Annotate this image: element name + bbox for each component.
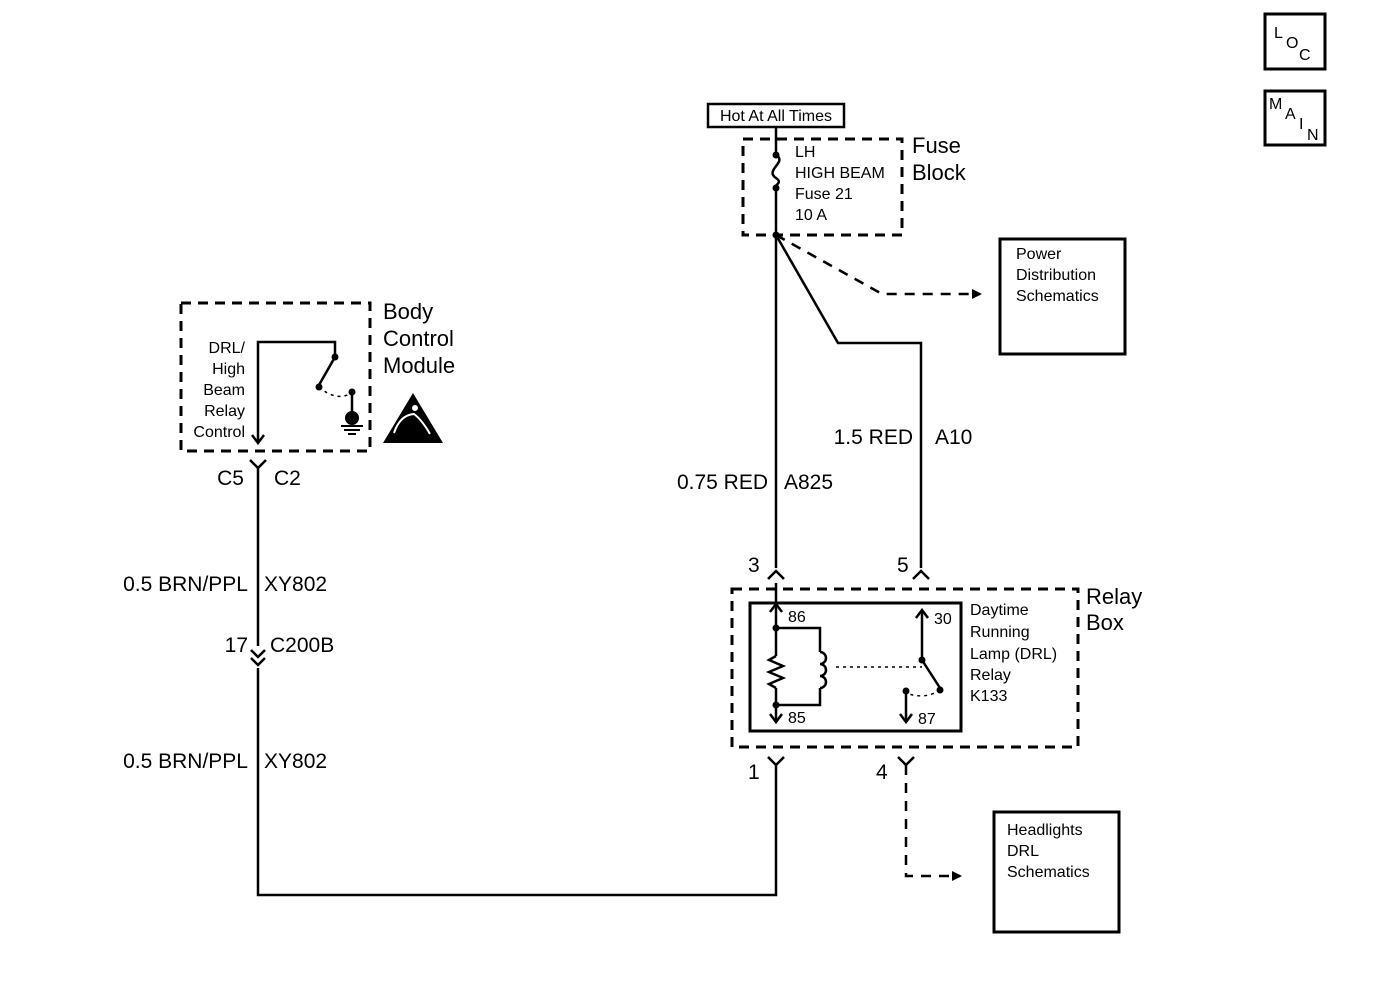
relay-label-3: Lamp (DRL): [970, 646, 1057, 663]
wire-a10-circuit: A10: [935, 426, 972, 449]
relay-coil: [765, 583, 828, 725]
power-distribution-link-line: [775, 233, 982, 299]
pin-4-connector: [897, 756, 915, 767]
headlights-link-line: [904, 765, 962, 881]
c200b-connector-label: C200B: [270, 634, 334, 657]
pin-4-label: 4: [876, 761, 888, 784]
relay-switch: [899, 607, 944, 725]
bcm-title-1: Body: [383, 299, 433, 324]
headlights-drl-link[interactable]: Headlights DRL Schematics: [992, 810, 1121, 934]
pin-1-label: 1: [748, 761, 760, 784]
main-letter-i: I: [1299, 116, 1303, 133]
fuse-block-outline: [741, 137, 904, 237]
bcm-switch-label-3: Beam: [203, 382, 245, 399]
pin-1-connector: [767, 756, 785, 767]
terminal-86-label: 86: [788, 609, 806, 626]
fuse-block-title-1: Fuse: [912, 133, 961, 158]
fuse-label-4: 10 A: [795, 207, 827, 224]
bcm-outline: [179, 301, 372, 453]
wire-a10-gauge: 1.5 RED: [834, 426, 913, 449]
main-letter-m: M: [1269, 96, 1282, 113]
loc-letter-l: L: [1274, 25, 1283, 42]
loc-letter-o: O: [1286, 35, 1298, 52]
relay-label-4: Relay: [970, 667, 1011, 684]
headlights-line-3: Schematics: [1007, 864, 1090, 881]
power-distribution-line-1: Power: [1016, 246, 1062, 263]
bcm-switch-label-2: High: [212, 361, 245, 378]
fuse-label-2: HIGH BEAM: [795, 165, 885, 182]
main-letter-n: N: [1307, 127, 1319, 144]
wire-xy802-bottom-circuit: XY802: [264, 750, 327, 773]
c200b-pin-label: 17: [225, 634, 248, 657]
pin-5-connector: [912, 569, 930, 580]
main-letter-a: A: [1285, 106, 1296, 123]
bcm-switch: [251, 340, 363, 446]
fuse-label-1: LH: [795, 144, 815, 161]
wire-a10: [774, 234, 923, 568]
headlights-line-1: Headlights: [1007, 822, 1083, 839]
c200b-connector-symbol: [250, 646, 266, 668]
bcm-switch-label-4: Relay: [204, 403, 245, 420]
power-distribution-line-2: Distribution: [1016, 267, 1096, 284]
bcm-switch-label-5: Control: [193, 424, 245, 441]
relay-label-2: Running: [970, 624, 1030, 641]
bcm-title-2: Control: [383, 326, 454, 351]
wire-a825-gauge: 0.75 RED: [677, 471, 768, 494]
wire-xy802: [256, 468, 778, 897]
main-button[interactable]: M A I N: [1263, 89, 1327, 147]
esd-warning-icon: [383, 393, 443, 443]
fuse-label-3: Fuse 21: [795, 186, 853, 203]
loc-button[interactable]: L O C: [1263, 12, 1327, 71]
hot-at-all-times-label: Hot At All Times: [706, 102, 846, 129]
relay-box-title-2: Box: [1086, 610, 1124, 635]
pin-3-connector: [767, 569, 785, 580]
fuse-symbol: [771, 127, 781, 192]
svg-text:Hot At All Times: Hot At All Times: [720, 108, 832, 125]
drl-relay-outline: [748, 601, 963, 733]
relay-box-outline: [730, 587, 1080, 749]
fuse-block-title-2: Block: [912, 160, 967, 185]
wire-xy802-bottom-gauge: 0.5 BRN/PPL: [123, 750, 248, 773]
bcm-title-3: Module: [383, 353, 455, 378]
bcm-connector-label: C2: [274, 467, 301, 490]
relay-box-title-1: Relay: [1086, 584, 1142, 609]
bcm-connector-symbol: [249, 459, 267, 470]
power-distribution-line-3: Schematics: [1016, 288, 1099, 305]
bcm-pin-label: C5: [217, 467, 244, 490]
bcm-switch-label-1: DRL/: [209, 340, 246, 357]
terminal-85-label: 85: [788, 710, 806, 727]
pin-3-label: 3: [748, 554, 760, 577]
pin-5-label: 5: [897, 554, 909, 577]
terminal-87-label: 87: [918, 711, 936, 728]
relay-label-5: K133: [970, 688, 1007, 705]
relay-label-1: Daytime: [970, 602, 1029, 619]
loc-letter-c: C: [1299, 47, 1311, 64]
wire-a825-circuit: A825: [784, 471, 833, 494]
power-distribution-link[interactable]: Power Distribution Schematics: [998, 237, 1127, 356]
wire-xy802-top-circuit: XY802: [264, 573, 327, 596]
wire-xy802-top-gauge: 0.5 BRN/PPL: [123, 573, 248, 596]
terminal-30-label: 30: [934, 611, 952, 628]
headlights-line-2: DRL: [1007, 843, 1039, 860]
